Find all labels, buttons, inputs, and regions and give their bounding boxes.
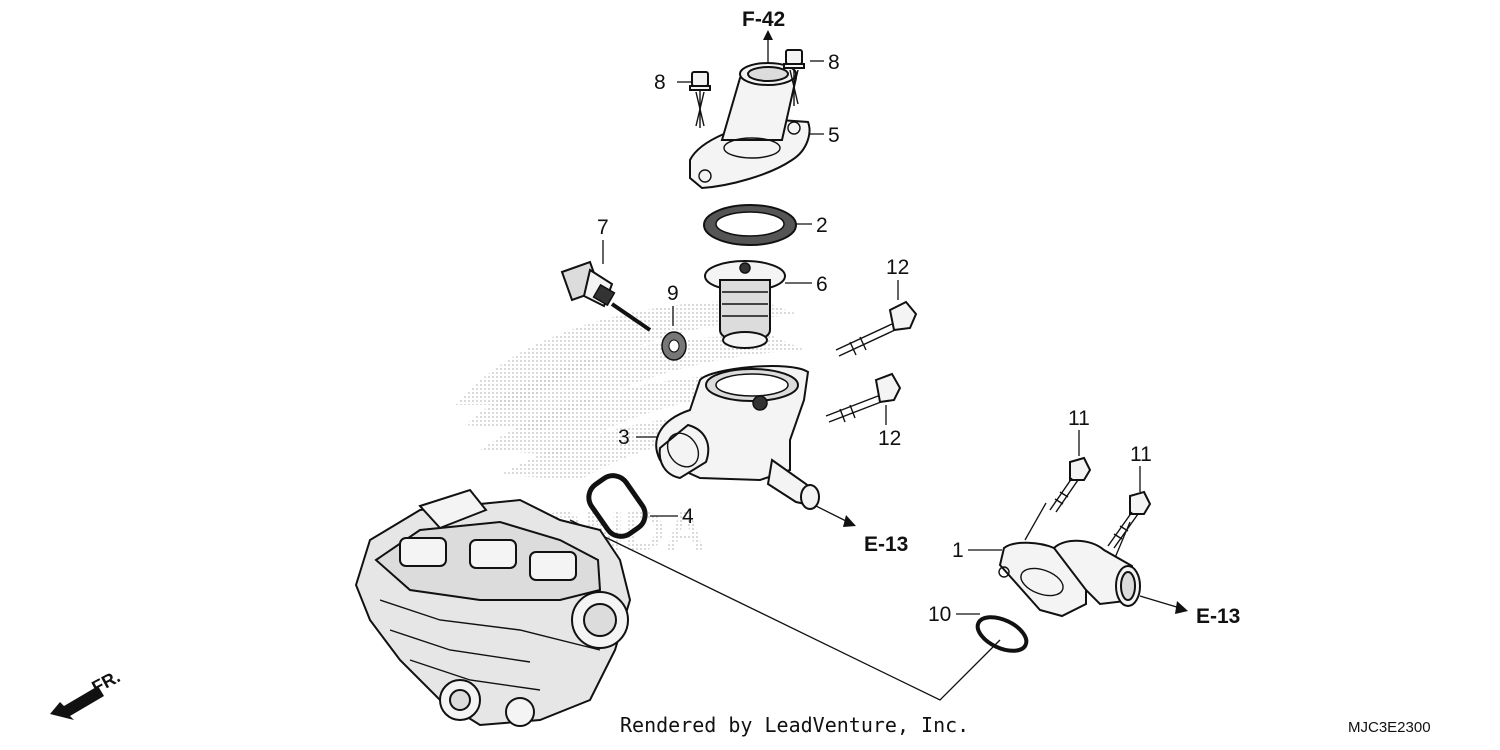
callout-8-left: 8 (654, 71, 666, 94)
callout-12-lower: 12 (878, 427, 901, 450)
bolt-12-upper (835, 300, 918, 357)
bolt-11-right (1107, 490, 1152, 549)
washer-9 (661, 331, 687, 361)
bolt-11-left (1049, 456, 1092, 513)
callout-2: 2 (816, 214, 828, 237)
callout-8-right: 8 (828, 51, 840, 74)
callout-4: 4 (682, 505, 694, 528)
callout-6: 6 (816, 273, 828, 296)
bolt-12-lower (825, 372, 902, 423)
reference-e13-upper: E-13 (864, 533, 908, 556)
render-credit: Rendered by LeadVenture, Inc. (620, 713, 969, 737)
callout-5: 5 (828, 124, 840, 147)
water-outlet-1 (998, 539, 1141, 618)
callout-10: 10 (928, 603, 951, 626)
thermostat-housing-3 (655, 365, 820, 510)
callout-3: 3 (618, 426, 630, 449)
thermostat-cover (689, 62, 811, 190)
front-direction-arrow: FR. (50, 666, 123, 720)
callout-9: 9 (667, 282, 679, 305)
thermostat-6 (704, 260, 786, 349)
callout-12-upper: 12 (886, 256, 909, 279)
reference-f42: F-42 (742, 8, 785, 31)
seal-ring-2 (703, 204, 797, 246)
bolt-8-left (689, 71, 711, 128)
callout-7: 7 (597, 216, 609, 239)
temperature-sensor-7 (560, 260, 652, 332)
reference-e13-lower: E-13 (1196, 605, 1240, 628)
o-ring-10 (975, 615, 1029, 653)
diagram-code: MJC3E2300 (1348, 719, 1431, 736)
callout-1: 1 (952, 539, 964, 562)
engine-block (354, 488, 632, 727)
callout-11-right: 11 (1130, 443, 1152, 466)
bolt-8-right (783, 49, 805, 106)
o-ring-4 (586, 473, 648, 539)
leader-lines (569, 30, 1188, 701)
callout-11-left: 11 (1068, 407, 1090, 430)
